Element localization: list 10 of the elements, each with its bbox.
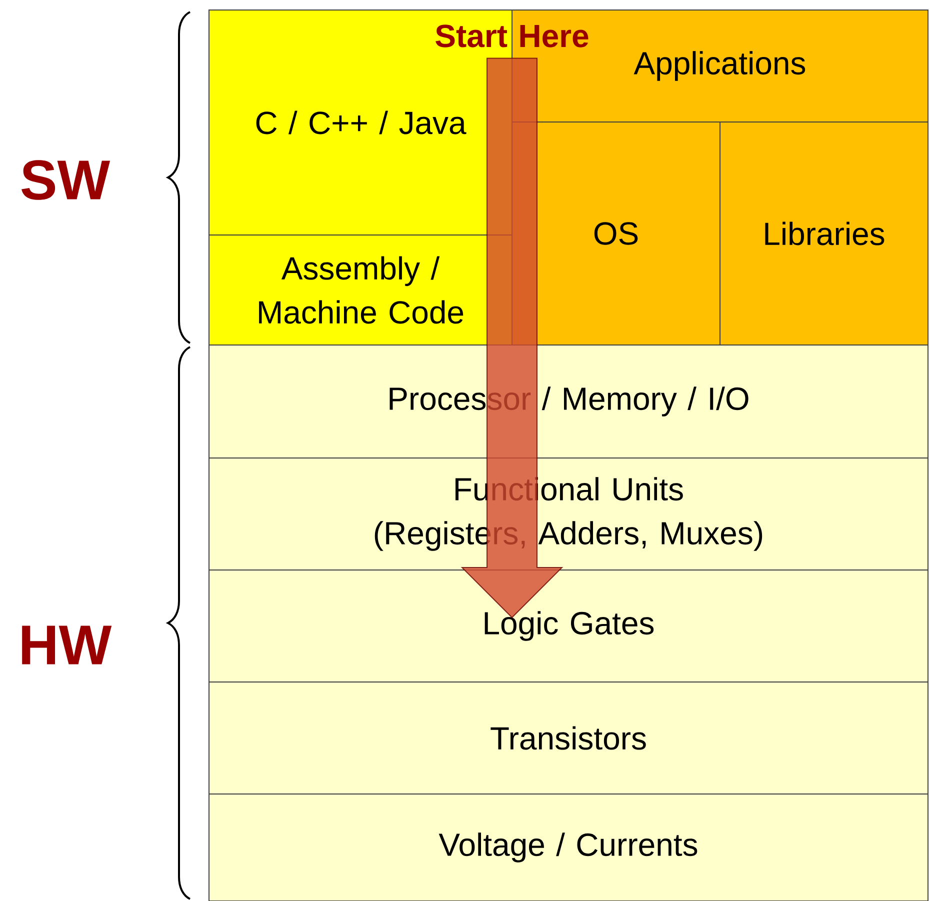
start-label: Start Here <box>436 24 588 48</box>
layer-box: Transistors <box>208 682 928 794</box>
side-label: HW <box>22 626 112 664</box>
arrow <box>460 58 564 618</box>
layer-box: Libraries <box>720 122 928 346</box>
layer-box: Logic Gates <box>208 570 928 682</box>
layer-box: Assembly / Machine Code <box>208 234 512 346</box>
node-label: Voltage / Currents <box>438 832 698 862</box>
layer-box: Voltage / Currents <box>208 794 928 901</box>
side-label: SW <box>22 160 110 200</box>
